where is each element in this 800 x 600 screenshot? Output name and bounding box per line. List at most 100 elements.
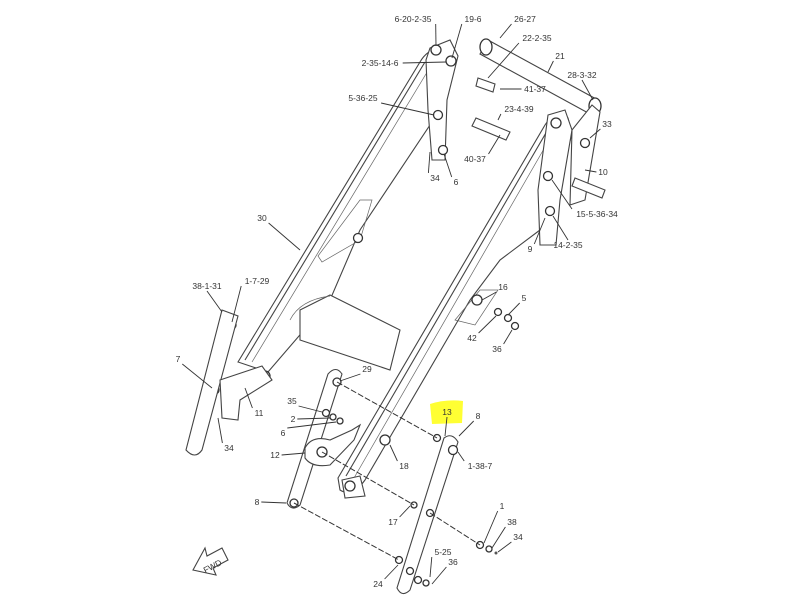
leader-line xyxy=(206,290,223,313)
callout-2-35-14-6: 2-35-14-6 xyxy=(362,58,399,68)
leader-line xyxy=(427,151,431,174)
leader-line xyxy=(429,556,433,578)
leader-line xyxy=(451,23,463,59)
leader-line xyxy=(533,217,546,245)
callout-16: 16 xyxy=(498,282,508,292)
bellcrank-11 xyxy=(219,365,273,421)
front-pins xyxy=(289,377,498,587)
leader-line xyxy=(389,444,398,462)
callout-34: 34 xyxy=(513,532,523,542)
callout-34: 34 xyxy=(430,173,440,183)
leader-line xyxy=(507,302,521,316)
leader-line xyxy=(457,451,465,462)
callout-7: 7 xyxy=(176,354,181,364)
callout-1-38-7: 1-38-7 xyxy=(468,461,493,471)
callout-36: 36 xyxy=(492,344,502,354)
callout-38: 38 xyxy=(507,517,517,527)
leader-line xyxy=(268,222,301,251)
leader-line xyxy=(589,128,601,139)
cross-tube xyxy=(299,294,401,371)
leader-line xyxy=(399,505,411,518)
callout-36: 36 xyxy=(448,557,458,567)
leader-line xyxy=(287,421,337,429)
leader-line xyxy=(444,416,448,437)
leader-line xyxy=(402,61,447,64)
leader-line xyxy=(281,452,306,456)
pin-10 xyxy=(571,177,606,199)
leader-line xyxy=(552,215,569,241)
callout-33: 33 xyxy=(602,119,612,129)
callout-6-20-2-35: 6-20-2-35 xyxy=(395,14,432,24)
callout-6: 6 xyxy=(281,428,286,438)
leader-line xyxy=(497,541,512,553)
front-link-bar-left xyxy=(286,368,343,509)
callout-18: 18 xyxy=(399,461,409,471)
callout-21: 21 xyxy=(555,51,565,61)
leader-line xyxy=(261,501,287,504)
leader-line xyxy=(381,102,435,116)
highlight-marker xyxy=(430,400,463,424)
callout-5-25: 5-25 xyxy=(434,547,451,557)
leader-line xyxy=(384,564,399,580)
pin-23 xyxy=(471,117,511,141)
leader-line xyxy=(481,291,497,301)
callout-26-27: 26-27 xyxy=(514,14,536,24)
leader-line xyxy=(458,420,475,437)
fwd-direction-arrow: FWD xyxy=(192,546,229,576)
leader-line xyxy=(491,526,506,549)
callout-22-2-35: 22-2-35 xyxy=(522,33,552,43)
callout-24: 24 xyxy=(373,579,383,589)
callout-29: 29 xyxy=(362,364,372,374)
callout-41-37: 41-37 xyxy=(524,84,546,94)
callout-17: 17 xyxy=(388,517,398,527)
leader-line xyxy=(217,417,223,444)
callout-1-7-29: 1-7-29 xyxy=(245,276,270,286)
callout-8: 8 xyxy=(255,497,260,507)
leader-line xyxy=(443,153,453,178)
leader-line xyxy=(478,315,497,334)
leader-line xyxy=(581,79,594,101)
callout-28-3-32: 28-3-32 xyxy=(567,70,597,80)
leader-line xyxy=(298,405,323,413)
callout-19-6: 19-6 xyxy=(464,14,481,24)
callout-8: 8 xyxy=(476,411,481,421)
leader-line xyxy=(584,169,597,173)
leader-line xyxy=(244,387,253,409)
callout-6: 6 xyxy=(454,177,459,187)
leader-line xyxy=(339,373,361,382)
callout-5-36-25: 5-36-25 xyxy=(348,93,378,103)
leader-line xyxy=(499,23,512,39)
left-bracket-plate xyxy=(425,39,459,161)
callout-42: 42 xyxy=(467,333,477,343)
leader-line xyxy=(483,510,499,544)
callout-38-1-31: 38-1-31 xyxy=(192,281,222,291)
leader-line xyxy=(231,285,242,323)
callout-10: 10 xyxy=(598,167,608,177)
pin-22 xyxy=(475,77,496,93)
callout-23-4-39: 23-4-39 xyxy=(504,104,534,114)
leader-line xyxy=(487,42,520,79)
leader-line xyxy=(431,566,447,585)
callout-34: 34 xyxy=(224,443,234,453)
leader-line xyxy=(182,363,213,389)
callout-40-37: 40-37 xyxy=(464,154,486,164)
leader-line xyxy=(488,134,501,155)
callout-35: 35 xyxy=(287,396,297,406)
callout-12: 12 xyxy=(270,450,280,460)
callout-11: 11 xyxy=(255,408,264,418)
callout-5: 5 xyxy=(522,293,527,303)
callout-15-5-36-34: 15-5-36-34 xyxy=(576,209,618,219)
callout-14-2-35: 14-2-35 xyxy=(553,240,583,250)
leader-line xyxy=(551,179,573,210)
callout-30: 30 xyxy=(257,213,267,223)
callout-13: 13 xyxy=(442,407,452,417)
callout-labels: 6-20-2-35 19-6 26-27 22-2-35 2-35-14-6 2128-3… xyxy=(176,14,618,589)
leader-line xyxy=(297,417,331,420)
leader-line xyxy=(497,113,502,121)
leader-line xyxy=(503,329,513,345)
callout-9: 9 xyxy=(528,244,533,254)
callout-1: 1 xyxy=(500,501,505,511)
pin-alignment-lines xyxy=(293,381,481,561)
